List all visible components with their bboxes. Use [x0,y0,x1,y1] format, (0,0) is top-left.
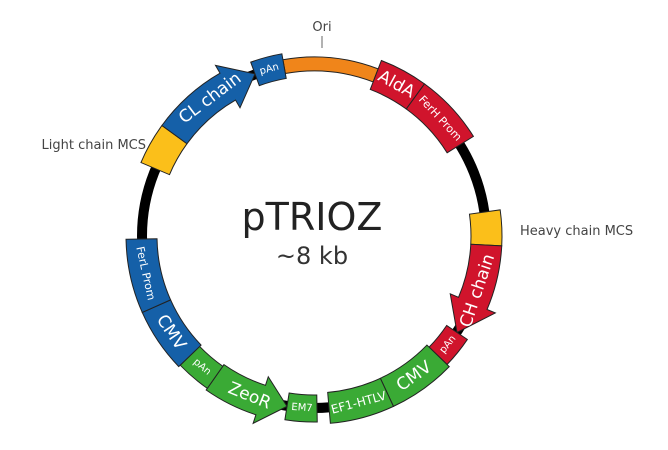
plasmid-size: ~8 kb [276,242,348,270]
feature-label-em7: EM7 [291,402,313,414]
feature-em7 [284,392,318,423]
heavy-chain-mcs-label: Heavy chain MCS [520,224,633,239]
ori-label: Ori [312,20,331,35]
feature-ori [282,56,379,83]
feature-ef1-htlv [327,377,395,424]
feature-label-pan-blue: pAn [258,62,280,78]
light-chain-mcs-label: Light chain MCS [42,138,146,153]
feature-ferl-prom [125,238,172,314]
feature-ch-chain [449,243,503,334]
feature-ferh-prom [405,83,475,154]
feature-heavy-chain-mcs [468,209,503,247]
feature-pan-blue [250,53,287,87]
feature-cl-chain [161,64,256,145]
plasmid-name: pTRIOZ [242,195,383,239]
